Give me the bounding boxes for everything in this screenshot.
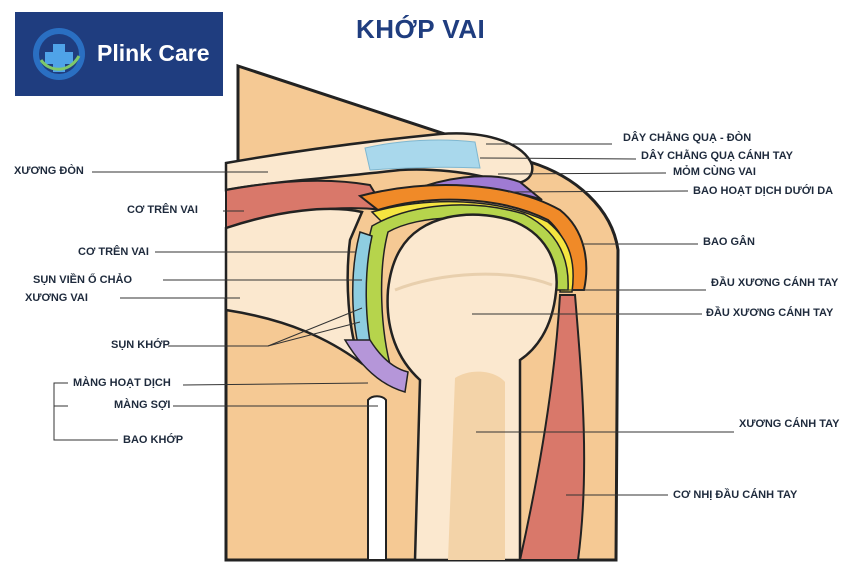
label-xuong-don: XƯƠNG ĐÒN bbox=[14, 165, 84, 177]
leader-lines bbox=[53, 143, 734, 496]
label-day-chang-qua-canh-tay: DÂY CHẰNG QUẠ CÁNH TAY bbox=[641, 150, 793, 162]
label-mang-soi: MÀNG SỢI bbox=[114, 399, 171, 411]
label-co-tren-vai-top: CƠ TRÊN VAI bbox=[127, 204, 198, 216]
diagram-title: KHỚP VAI bbox=[356, 14, 486, 44]
label-co-nhi-dau-canh-tay: CƠ NHỊ ĐẦU CÁNH TAY bbox=[673, 489, 798, 501]
label-bao-hoat-dich-duoi-da: BAO HOẠT DỊCH DƯỚI DA bbox=[693, 185, 834, 197]
label-sun-khop: SỤN KHỚP bbox=[111, 339, 170, 351]
label-bao-khop: BAO KHỚP bbox=[123, 434, 184, 446]
plink-care-logo-icon bbox=[33, 28, 85, 80]
label-bao-gan: BAO GÂN bbox=[703, 236, 755, 248]
biceps-muscle bbox=[518, 294, 586, 561]
epiphyseal-line bbox=[394, 272, 553, 292]
scapula bbox=[224, 207, 364, 366]
label-dau-xuong-canh-tay-1: ĐẦU XƯƠNG CÁNH TAY bbox=[711, 277, 839, 289]
label-co-tren-vai-mid: CƠ TRÊN VAI bbox=[78, 246, 149, 258]
label-xuong-canh-tay: XƯƠNG CÁNH TAY bbox=[739, 418, 840, 430]
label-day-chang-qua-don: DÂY CHẰNG QUẠ - ĐÒN bbox=[623, 132, 752, 144]
lower-body-notch bbox=[367, 395, 387, 561]
label-xuong-vai: XƯƠNG VAI bbox=[25, 292, 88, 304]
label-sun-vien-o-chao: SỤN VIỀN Ổ CHẢO bbox=[33, 274, 133, 286]
coracoacromial-ligament bbox=[364, 139, 481, 171]
label-mom-cung-vai: MỎM CÙNG VAI bbox=[673, 166, 756, 178]
label-mang-hoat-dich: MÀNG HOẠT DỊCH bbox=[73, 377, 171, 389]
marrow-cavity bbox=[448, 371, 505, 560]
label-dau-xuong-canh-tay-2: ĐẦU XƯƠNG CÁNH TAY bbox=[706, 307, 834, 319]
brand-logo: Plink Care bbox=[15, 12, 223, 96]
joint-capsule-lower bbox=[343, 339, 409, 393]
brand-name: Plink Care bbox=[97, 40, 210, 66]
